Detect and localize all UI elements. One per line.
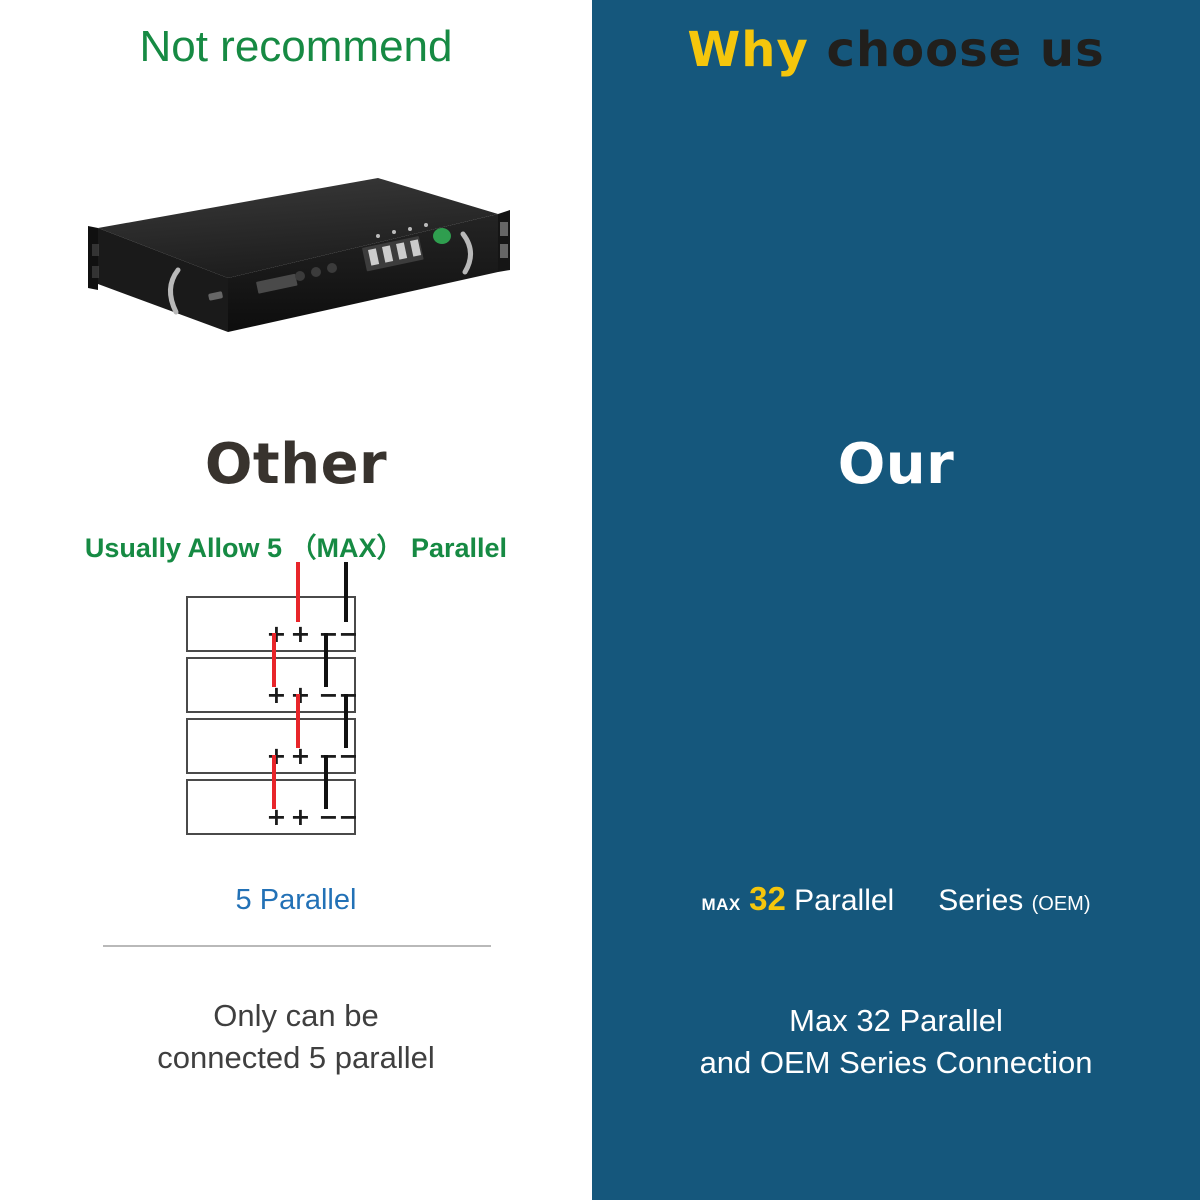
left-panel-not-recommended: Not recommend: [0, 0, 592, 1200]
right-footer-line2: and OEM Series Connection: [699, 1045, 1093, 1081]
battery-box: [186, 779, 356, 835]
terminal-symbol: +: [290, 803, 311, 831]
series-label-oem: (OEM): [1031, 893, 1091, 915]
positive-wire: [272, 754, 276, 809]
terminal-symbol: +: [290, 620, 311, 648]
battery-box: [186, 596, 356, 652]
right-diagram-labels: MAX 32 Parallel Series (OEM): [592, 880, 1200, 918]
left-subtitle: Usually Allow 5 （MAX） Parallel: [84, 533, 508, 563]
battery-box: [186, 657, 356, 713]
rackmount-battery-illustration: [88, 178, 510, 332]
right-series-label: Series (OEM): [938, 884, 1090, 918]
terminal-symbol: +: [290, 681, 311, 709]
left-diagram-label: 5 Parallel: [235, 884, 357, 916]
terminal-symbol: −: [318, 620, 339, 648]
negative-wire: [324, 754, 328, 809]
right-panel-header: Why choose us: [592, 22, 1200, 78]
right-panel-why-choose-us: Why choose us: [592, 0, 1200, 1200]
terminal-symbol: +: [266, 803, 287, 831]
negative-wire: [344, 562, 348, 622]
right-parallel-label: MAX 32 Parallel: [701, 880, 894, 918]
terminal-symbol: −: [318, 803, 339, 831]
right-title: Our: [837, 432, 955, 497]
battery-box: [186, 718, 356, 774]
right-footer-line1: Max 32 Parallel: [789, 1003, 1003, 1038]
positive-wire: [272, 632, 276, 687]
terminal-symbol: −: [338, 742, 359, 770]
header-rest-words: choose us: [826, 22, 1105, 78]
terminal-symbol: −: [338, 681, 359, 709]
terminal-symbol: +: [266, 742, 287, 770]
negative-wire: [324, 632, 328, 687]
parallel-label-suffix: Parallel: [794, 884, 895, 917]
negative-wire: [344, 693, 348, 748]
series-label-text: Series: [938, 884, 1024, 917]
left-footer-line2: connected 5 parallel: [157, 1039, 435, 1075]
positive-wire: [296, 562, 300, 622]
right-footer: Max 32 Parallel and OEM Series Connectio…: [592, 1000, 1200, 1084]
left-panel-header: Not recommend: [139, 22, 453, 71]
terminal-symbol: +: [290, 742, 311, 770]
terminal-symbol: −: [318, 742, 339, 770]
left-product-image: [78, 166, 518, 356]
left-footer: Only can be connected 5 parallel: [0, 995, 592, 1079]
terminal-symbol: +: [266, 681, 287, 709]
terminal-symbol: +: [266, 620, 287, 648]
terminal-symbol: −: [318, 681, 339, 709]
parallel-label-number: 32: [749, 880, 786, 917]
terminal-symbol: −: [338, 620, 359, 648]
positive-wire: [296, 693, 300, 748]
header-highlight-word: Why: [687, 22, 809, 78]
left-parallel-diagram: ++−−++−−++−−++−−: [186, 562, 359, 835]
terminal-symbol: −: [338, 803, 359, 831]
left-title: Other: [204, 432, 388, 497]
parallel-label-prefix: MAX: [701, 895, 741, 914]
left-divider: [103, 945, 491, 947]
left-footer-line1: Only can be: [213, 998, 379, 1033]
